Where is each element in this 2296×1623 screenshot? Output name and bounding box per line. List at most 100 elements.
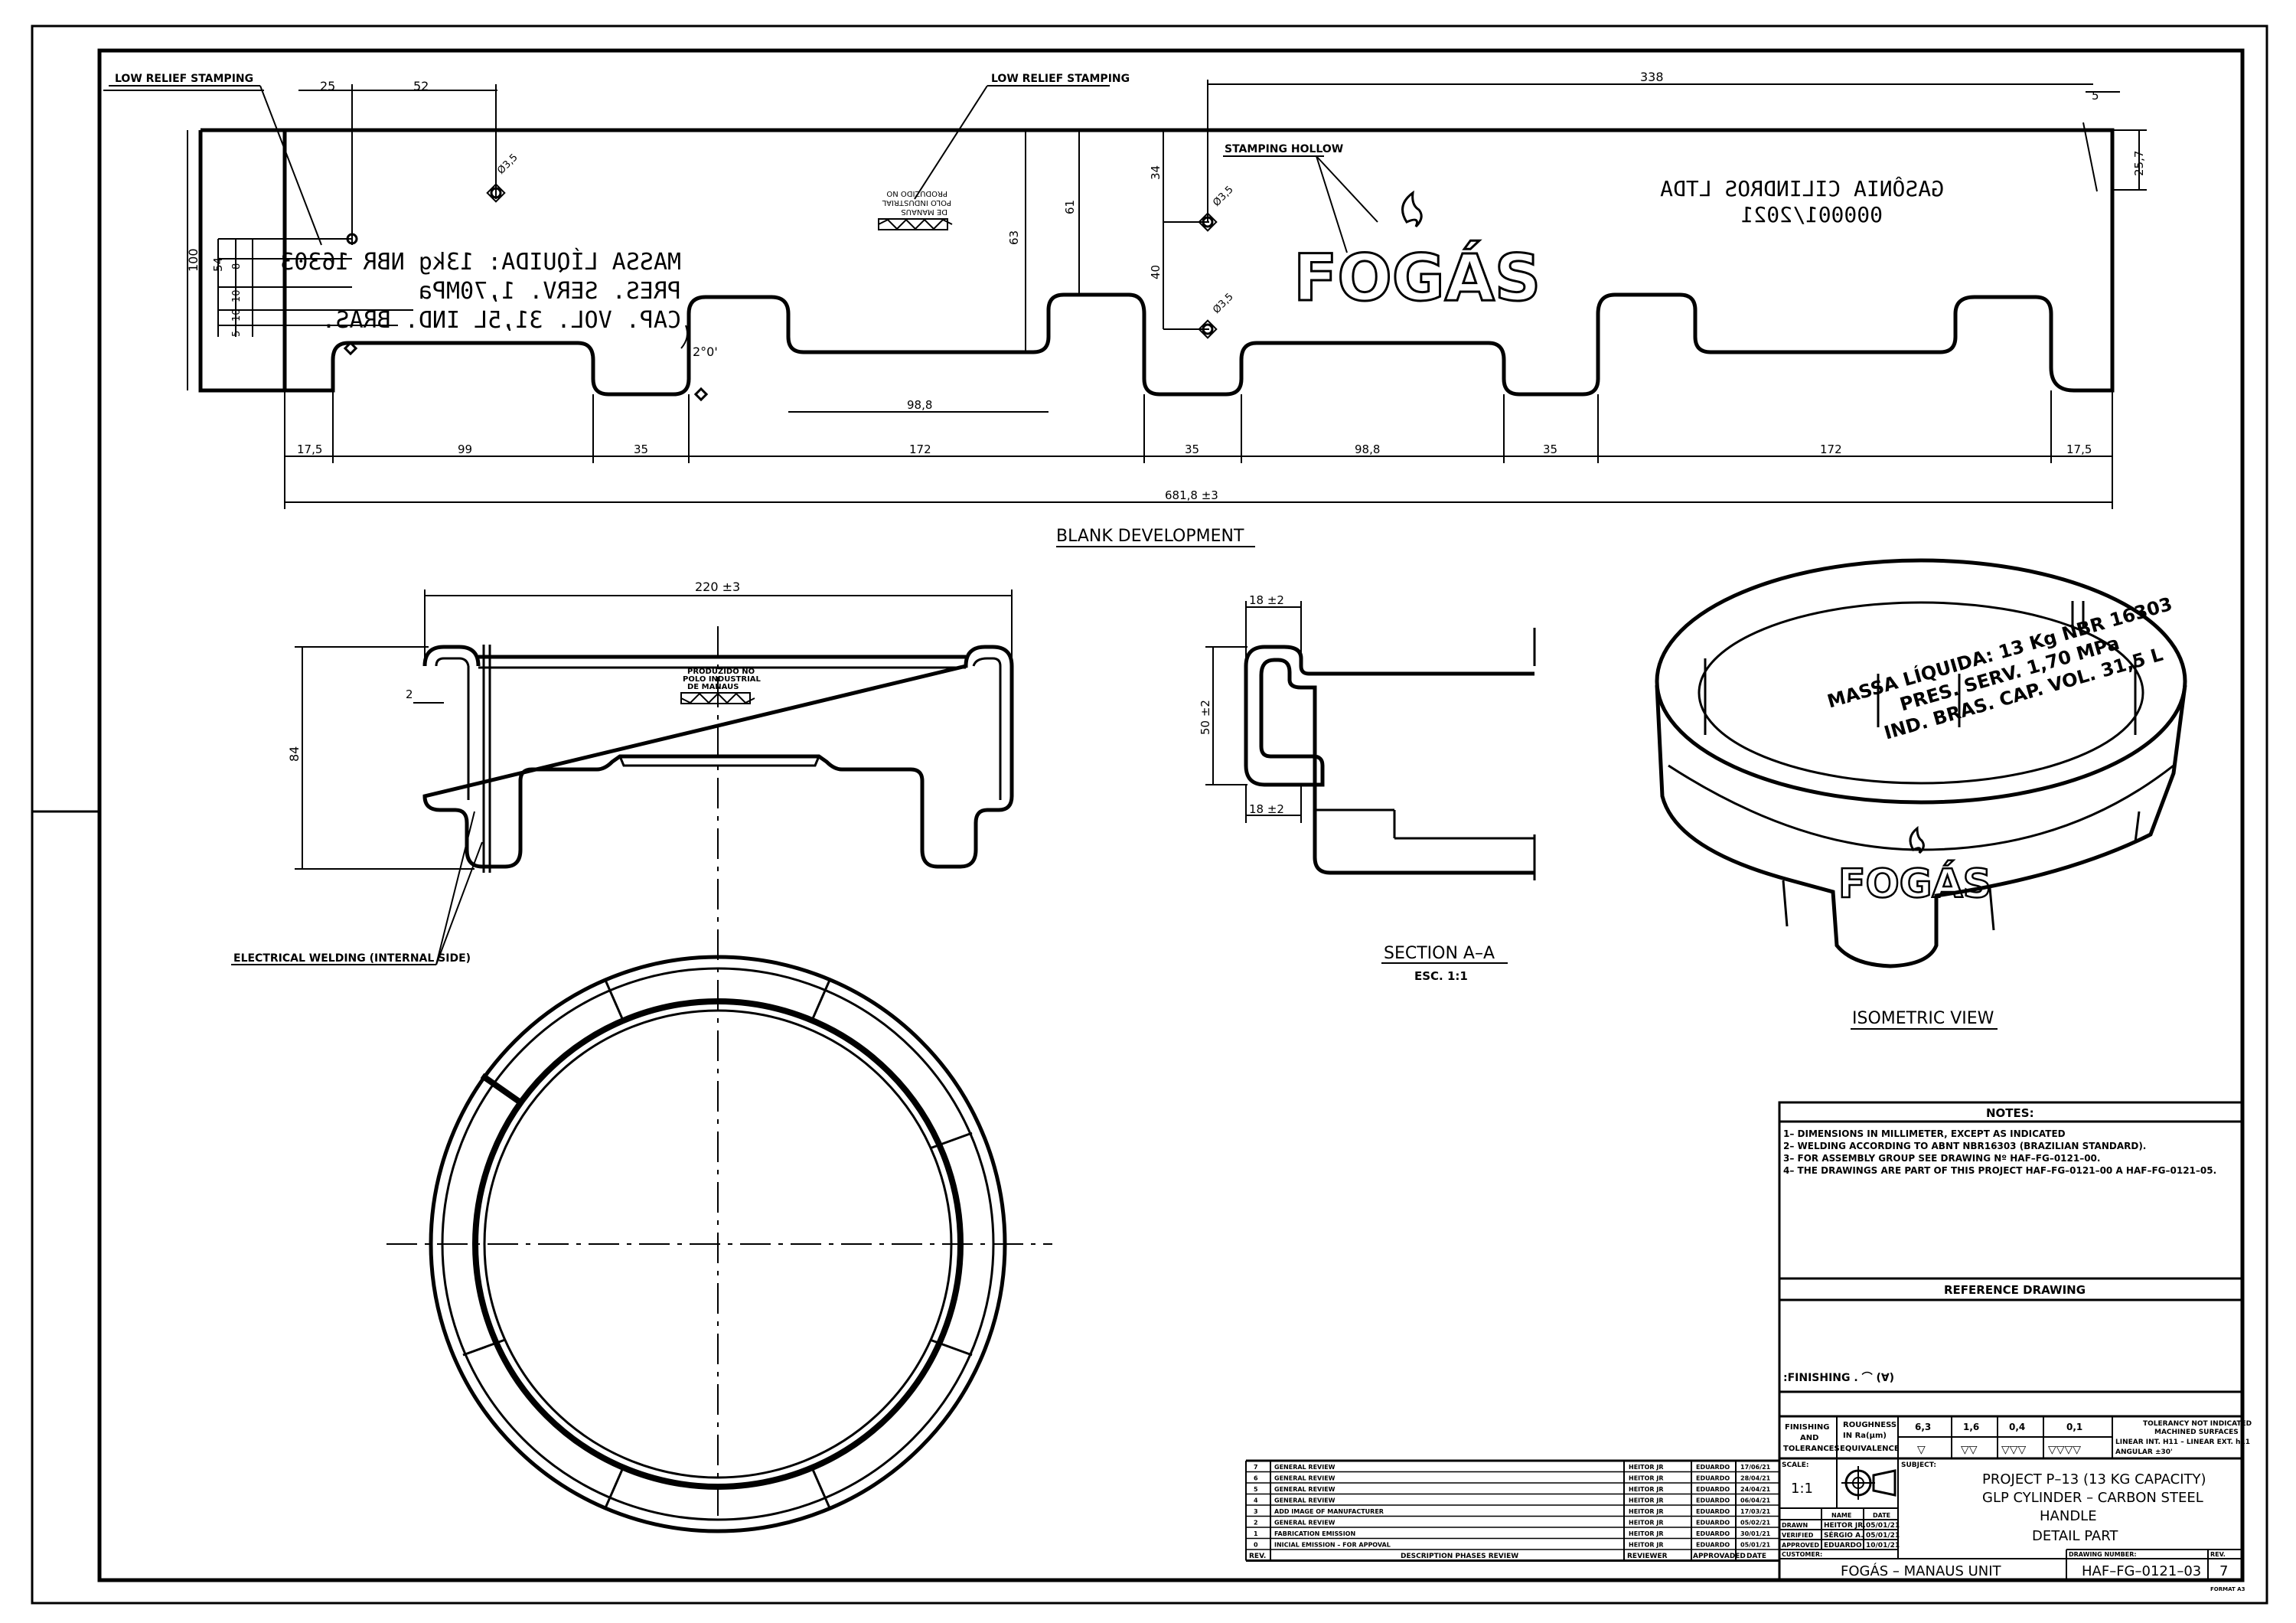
role-1-date: 05/01/21 [1866,1532,1900,1540]
svg-text:DE MANAUS: DE MANAUS [687,683,739,691]
projection-cone-icon [1872,1469,1896,1497]
rev-row-description: GENERAL REVIEW [1274,1497,1336,1504]
section-view: 18 ±2 50 ±2 18 ±2 SECTION A–A ESC. 1:1 [1199,593,1536,983]
dim-total: 681,8 ±3 [1165,488,1218,502]
callout-relief-1: LOW RELIEF STAMPING [115,73,253,85]
produced-stamp-blank: PRODUZIDO NO POLO INDUSTRIAL DE MANAUS [878,189,953,230]
svg-text:PRODUZIDO NO: PRODUZIDO NO [687,668,755,676]
dim-98-8-a: 98,8 [907,398,932,412]
rev-row-date: 05/02/21 [1740,1520,1771,1527]
grade-3: 0,4 [2009,1422,2025,1432]
grade-4: 0,1 [2066,1422,2082,1432]
iso-lower-edge [1668,764,2174,851]
company-line-1: GASÔNIA CILINDROS LTDA [1660,175,1944,201]
rev-row-date: 24/04/21 [1740,1486,1771,1493]
stamp-line-1: MASSA LÍQUIDA: 13kg NBR 16303 [280,248,681,276]
callout-hollow: STAMPING HOLLOW [1225,143,1343,155]
role-2-name: EDUARDO [1824,1542,1862,1550]
reference-title: REFERENCE DRAWING [1944,1283,2086,1297]
hole-label-3: Ø3,5 [1211,291,1235,315]
role-1: VERIFIED [1782,1532,1814,1539]
svg-text:DE MANAUS: DE MANAUS [901,207,947,216]
grade-1: 6,3 [1915,1422,1931,1432]
rev-row-approver: EDUARDO [1696,1508,1730,1515]
rev-row-date: 05/01/21 [1740,1542,1771,1549]
role-2-date: 10/01/21 [1866,1542,1900,1550]
ring-seam [480,1073,523,1105]
rev-header-reviewer: REVIEWER [1627,1553,1668,1560]
note-4: 4– THE DRAWINGS ARE PART OF THIS PROJECT… [1783,1165,2216,1176]
dim-34: 34 [1149,165,1163,180]
rev-header-rev: REV. [1249,1553,1266,1560]
rev-row-number: 7 [1254,1464,1258,1471]
role-0: DRAWN [1782,1522,1808,1529]
role-0-date: 05/01/21 [1866,1522,1900,1530]
dim-5-v: 5 [231,331,243,337]
produced-stamp-front: PRODUZIDO NO POLO INDUSTRIAL DE MANAUS [680,668,762,704]
rev-row-reviewer: HEITOR JR [1629,1497,1663,1504]
rev-row-reviewer: HEITOR JR [1629,1530,1663,1537]
iso-title: ISOMETRIC VIEW [1852,1009,1994,1028]
rev-row-number: 6 [1254,1475,1258,1482]
section-dim-bottom: 18 ±2 [1249,802,1284,816]
blank-outline [201,128,2115,397]
rev-row-date: 06/04/21 [1740,1497,1771,1504]
rev-row-description: ADD IMAGE OF MANUFACTURER [1274,1508,1384,1515]
role-1-name: SÉRGIO A. [1824,1530,1864,1540]
svg-text:PRODUZIDO NO: PRODUZIDO NO [886,189,947,198]
iso-windows [1704,658,2137,735]
dim-63: 63 [1007,230,1021,245]
dim-10-a: 10 [231,289,243,302]
plan-view [386,955,1052,1533]
stamp-line-3: CAP. VOL. 31,5L IND. BRAS. [321,307,681,334]
rev-row-date: 30/01/21 [1740,1530,1771,1537]
sym-4: ▽▽▽▽ [2048,1444,2081,1456]
rev-row-reviewer: HEITOR JR [1629,1508,1663,1515]
rev-row-reviewer: HEITOR JR [1629,1520,1663,1527]
dim-b-3: 172 [909,442,931,456]
mirrored-company-text: GASÔNIA CILINDROS LTDA 000001/2021 [1660,175,1944,227]
hole-3 [1202,216,1214,228]
drawing-number-label: DRAWING NUMBER: [2069,1551,2137,1558]
welding-callout: ELECTRICAL WELDING (INTERNAL SIDE) [233,952,471,965]
blank-left-part [198,130,285,393]
inner-border [97,48,2245,1582]
rev-header-description: DESCRIPTION PHASES REVIEW [1401,1553,1518,1560]
date-label: DATE [1873,1512,1890,1519]
subject-1: PROJECT P–13 (13 KG CAPACITY) [1982,1471,2206,1487]
section-title: SECTION A–A [1384,944,1495,963]
blank-title: BLANK DEVELOPMENT [1056,527,1244,546]
dim-5: 5 [2092,89,2099,103]
rev-row-approver: EDUARDO [1696,1475,1730,1482]
company-line-2: 000001/2021 [1741,202,1883,227]
rev-row-number: 2 [1254,1520,1258,1527]
note-1: 1– DIMENSIONS IN MILLIMETER, EXCEPT AS I… [1783,1128,2066,1139]
dim-52: 52 [413,79,429,93]
rev-row-number: 4 [1254,1497,1258,1504]
rev-row-description: GENERAL REVIEW [1274,1486,1336,1493]
rough-2: IN Ra(µm) [1843,1432,1887,1440]
rev-row-approver: EDUARDO [1696,1464,1730,1471]
dim-338: 338 [1640,70,1664,84]
tol-4: ANGULAR ±30' [2115,1448,2173,1456]
rough-1: ROUGHNESS [1843,1421,1896,1429]
dim-b-5: 98,8 [1355,442,1380,456]
dim-b-0: 17,5 [297,442,322,456]
rev-header-approver: APPROVADED [1693,1553,1746,1560]
subject-2: GLP CYLINDER – CARBON STEEL [1982,1490,2203,1506]
dim-b-8: 17,5 [2066,442,2092,456]
rev-row-description: INICIAL EMISSION – FOR APPOVAL [1274,1542,1391,1549]
dim-25-7: 25,7 [2132,151,2146,176]
svg-text:POLO INDUSTRIAL: POLO INDUSTRIAL [683,675,762,684]
finish-label-3: TOLERANCES [1783,1445,1840,1453]
rev-row-description: GENERAL REVIEW [1274,1475,1336,1482]
iso-logo: FOGÁS [1838,860,1991,907]
dim-b-4: 35 [1185,442,1199,456]
hole-4 [1202,323,1214,335]
notes-title: NOTES: [1986,1106,2034,1120]
front-weld-line [482,645,491,873]
sym-1: ▽ [1917,1444,1926,1456]
front-embossed [618,756,820,767]
format-label: FORMAT A3 [2210,1586,2245,1592]
section-scale: ESC. 1:1 [1414,969,1468,983]
